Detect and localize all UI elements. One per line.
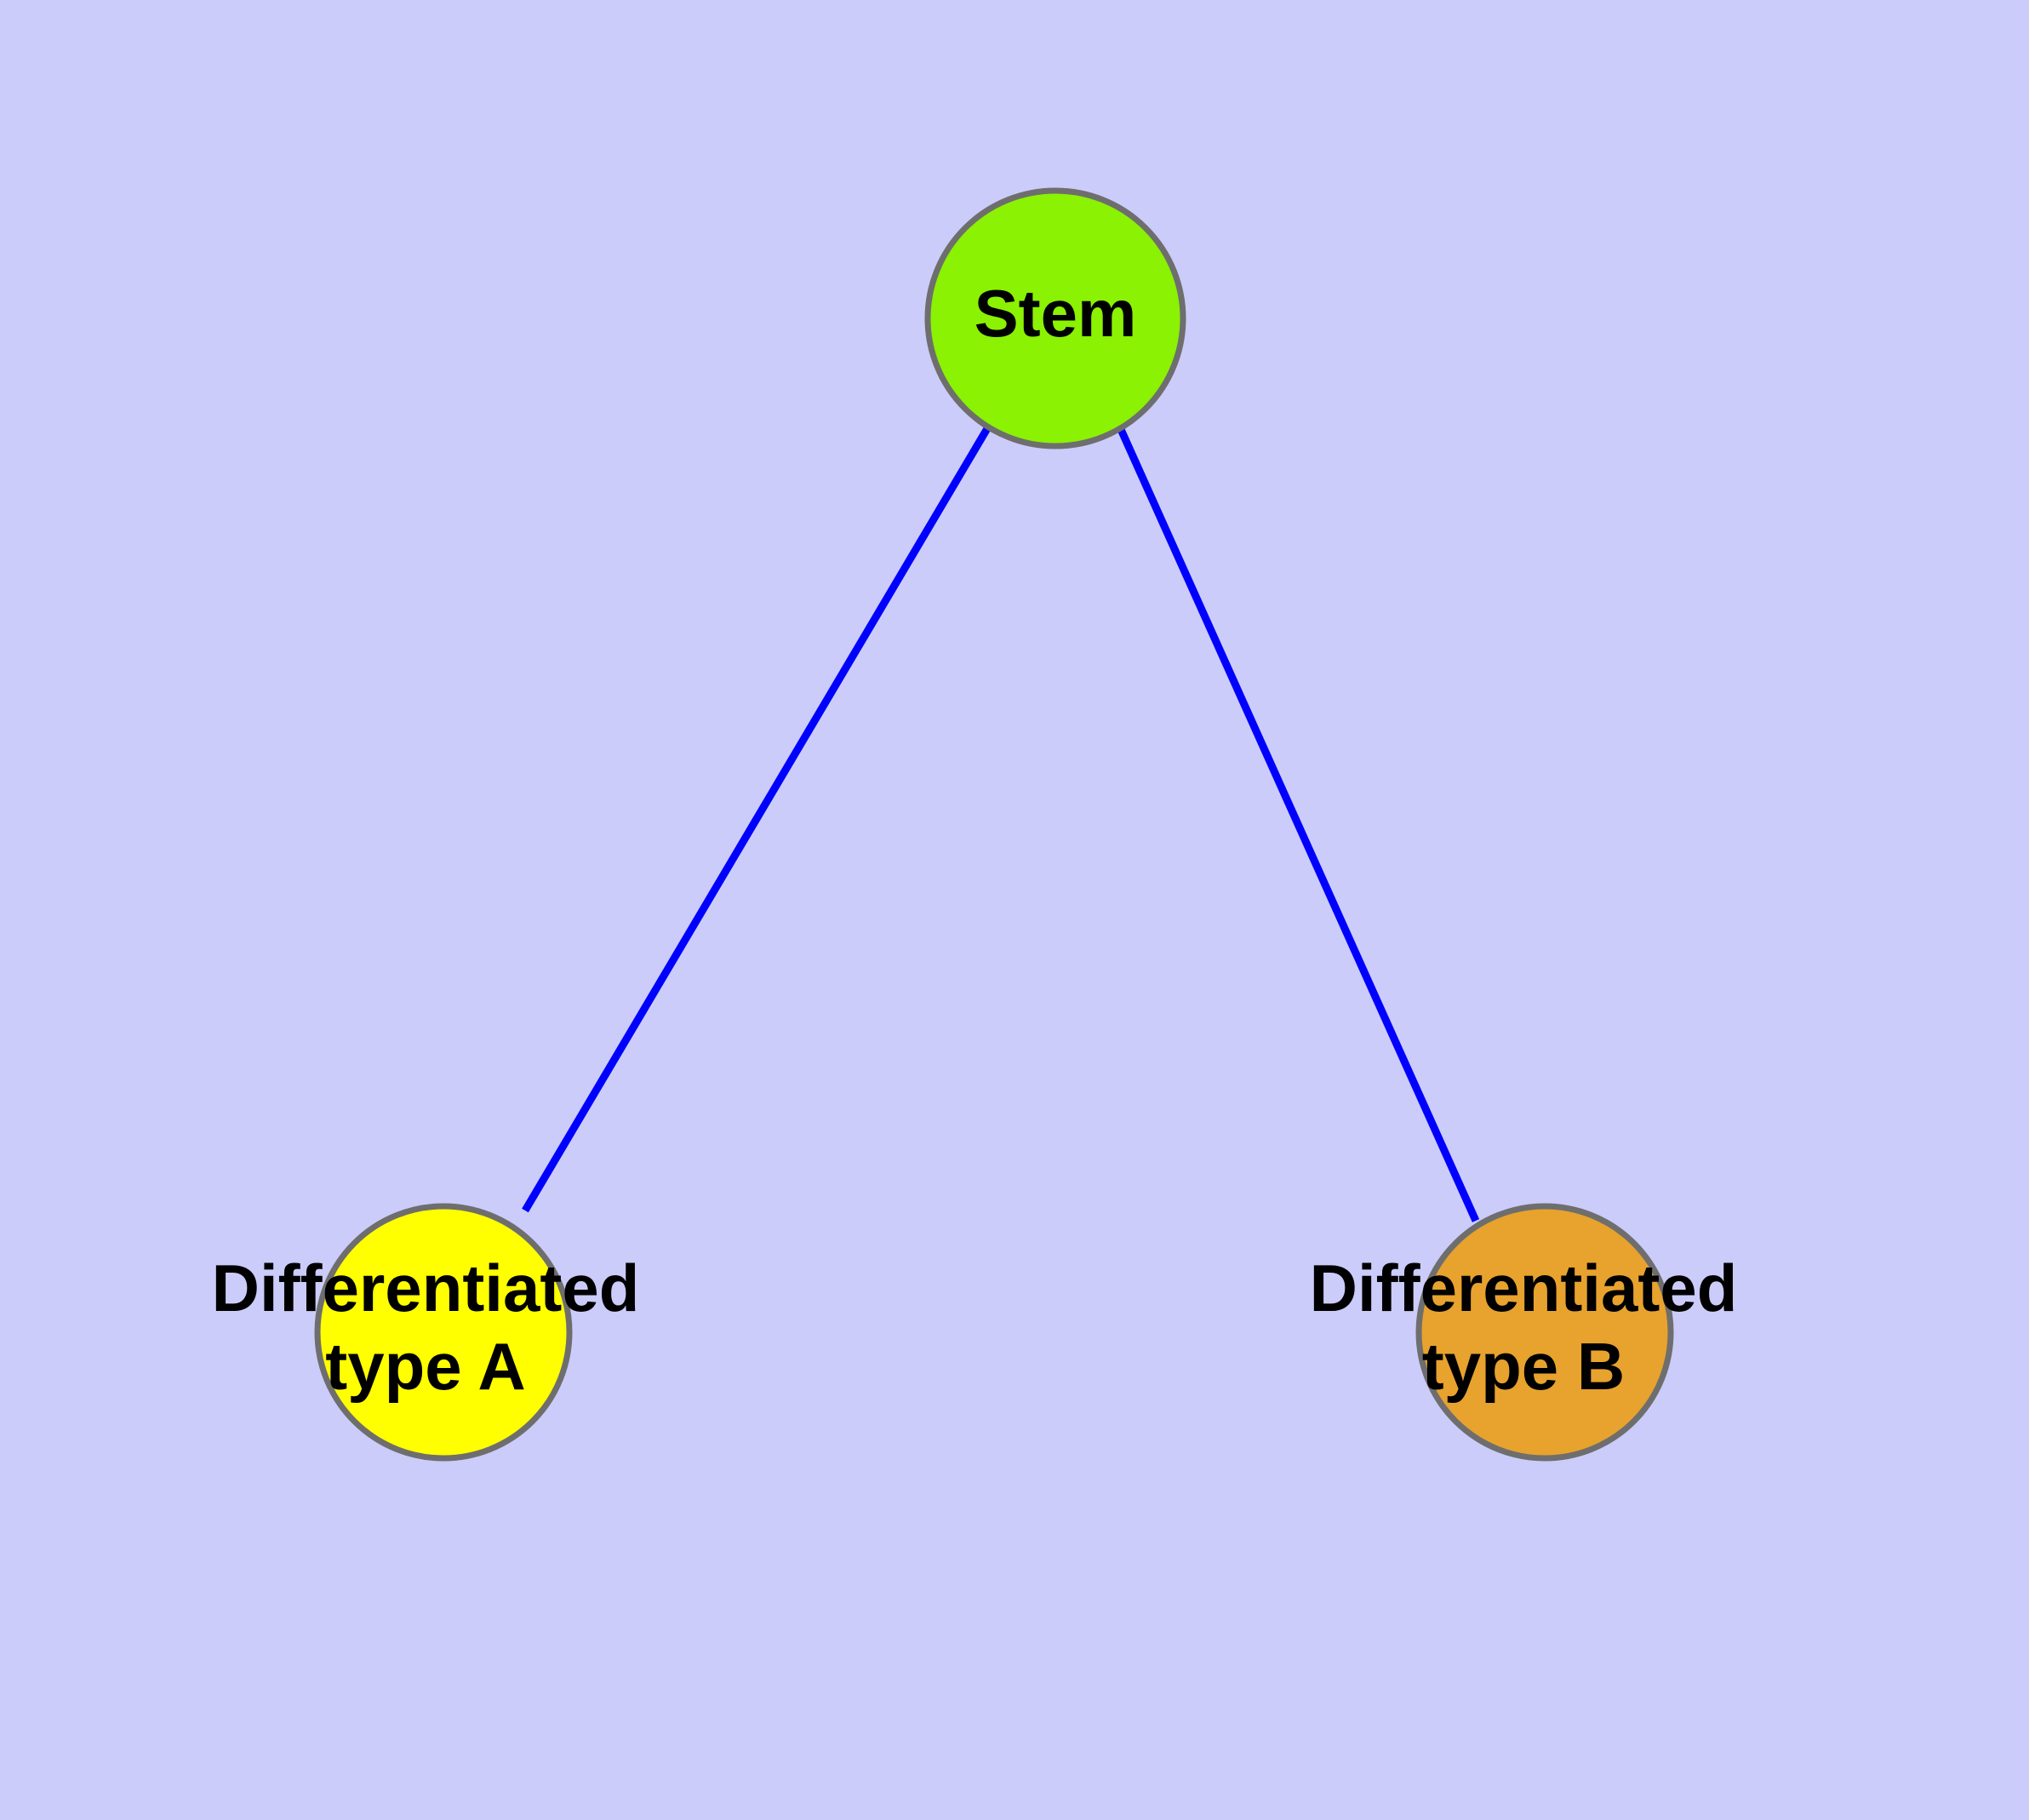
graph-node-diff_b[interactable] <box>1415 1203 1674 1462</box>
graph-node-stem[interactable] <box>924 187 1186 449</box>
edge-layer <box>522 423 1480 1222</box>
graph-node-diff_a[interactable] <box>314 1203 573 1462</box>
graph-edge-stem-to-diff-a <box>522 423 992 1213</box>
graph-edge-stem-to-diff-b <box>1115 424 1480 1222</box>
node-layer <box>314 187 1674 1462</box>
